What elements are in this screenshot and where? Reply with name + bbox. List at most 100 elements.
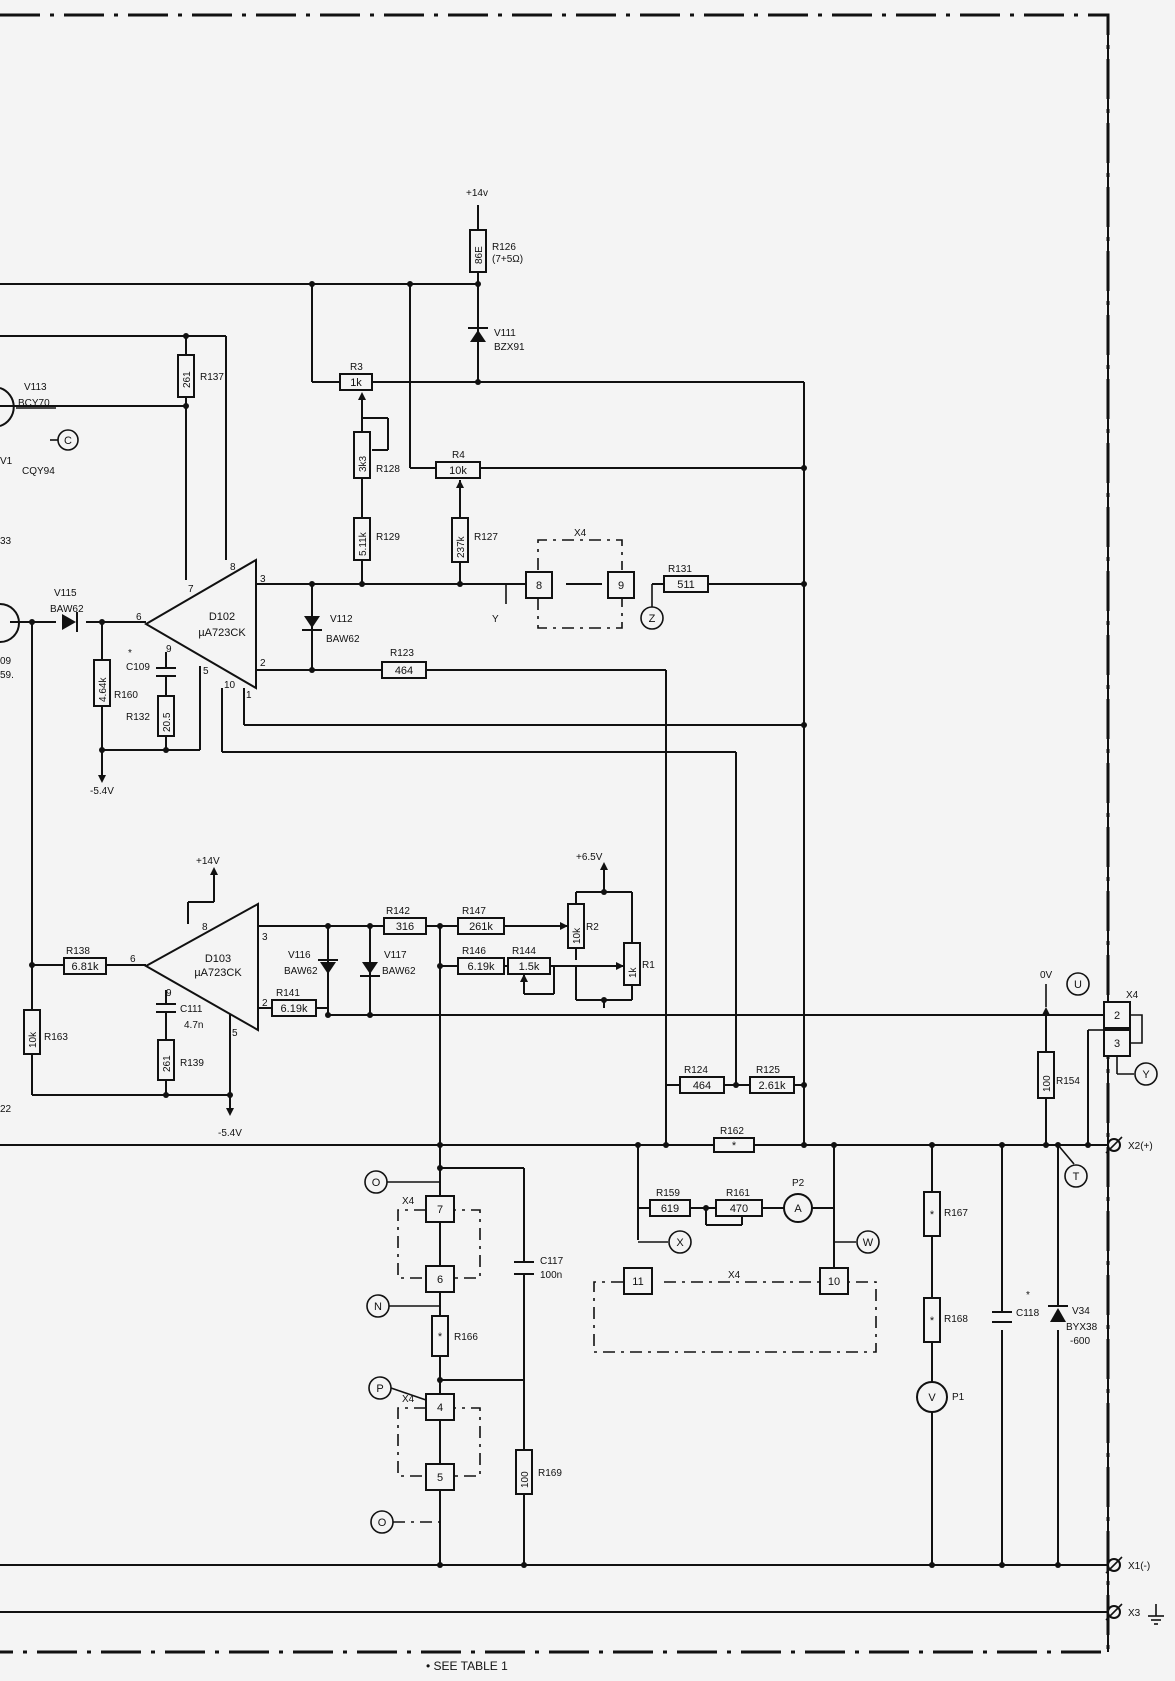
svg-text:R169: R169	[538, 1468, 562, 1479]
svg-text:8: 8	[536, 580, 542, 592]
resistor-r147: 261k R147	[457, 906, 505, 935]
svg-text:4.64k: 4.64k	[98, 677, 109, 702]
diode-v115: V115 BAW62	[50, 588, 84, 632]
svg-text:X3: X3	[1128, 1608, 1141, 1619]
svg-text:C117: C117	[540, 1256, 564, 1267]
potentiometer-r4: 10k R4	[435, 450, 481, 488]
resistor-r125: 2.61k R125	[749, 1065, 795, 1094]
potentiometer-r2: 10k R2	[560, 903, 599, 949]
potentiometer-r1: 1k R1	[616, 942, 655, 986]
svg-text:O: O	[378, 1517, 387, 1529]
svg-text:R132: R132	[126, 712, 150, 723]
capacitor-c118: C118 *	[992, 1290, 1040, 1323]
resistor-r154: 100 R154	[1037, 1051, 1080, 1099]
svg-text:7: 7	[437, 1204, 443, 1216]
svg-text:6.19k: 6.19k	[468, 961, 495, 973]
svg-text:P1: P1	[952, 1392, 965, 1403]
svg-text:CQY94: CQY94	[22, 466, 55, 477]
svg-text:2: 2	[262, 998, 268, 1009]
supply-plus14-middle: +14V	[196, 856, 220, 875]
resistor-r141: 6.19k R141	[271, 988, 317, 1017]
svg-text:C: C	[64, 435, 72, 447]
resistor-r139: 261 R139	[157, 1039, 204, 1081]
svg-text:BCY70: BCY70	[18, 398, 50, 409]
potentiometer-r144: 1.5k R144	[507, 946, 551, 982]
svg-text:X1(-): X1(-)	[1128, 1561, 1150, 1572]
svg-text:BAW62: BAW62	[50, 604, 84, 615]
resistor-r124: 464 R124	[679, 1065, 725, 1094]
resistor-r128: 3k3 R128	[353, 431, 400, 479]
svg-text:C111: C111	[180, 1004, 203, 1015]
marker-u: U	[1066, 972, 1090, 996]
diode-v112: V112 BAW62	[302, 614, 360, 645]
svg-text:P: P	[376, 1383, 383, 1395]
svg-text:R131: R131	[668, 564, 692, 575]
marker-w: W	[834, 1230, 880, 1254]
supply-plus14-top: +14v	[466, 188, 488, 199]
svg-text:*: *	[930, 1315, 935, 1327]
svg-text:R125: R125	[756, 1065, 780, 1076]
svg-text:V113: V113	[24, 382, 47, 393]
svg-text:R129: R129	[376, 532, 400, 543]
junction-dots	[29, 281, 1091, 1568]
svg-text:R144: R144	[512, 946, 536, 957]
svg-text:R1: R1	[642, 960, 655, 971]
svg-text:511: 511	[677, 579, 695, 591]
ic-d103: D103 µA723CK 8 6 9 5 3 2	[130, 902, 268, 1039]
supply-minus54-top: -5.4V	[90, 775, 114, 797]
svg-text:-5.4V: -5.4V	[218, 1128, 242, 1139]
connector-x4-pins-4-5: X4 4 5	[397, 1393, 481, 1491]
svg-text:9: 9	[166, 988, 172, 999]
svg-text:6.81k: 6.81k	[72, 961, 99, 973]
svg-text:R168: R168	[944, 1314, 968, 1325]
supply-zero: 0V	[1040, 970, 1053, 1015]
svg-text:+14v: +14v	[466, 188, 488, 199]
footnote-see-table: • SEE TABLE 1	[426, 1659, 508, 1673]
diode-v34: V34 BYX38 -600	[1048, 1305, 1098, 1347]
svg-text:X4: X4	[574, 528, 587, 539]
svg-text:+14V: +14V	[196, 856, 220, 867]
svg-text:D103: D103	[205, 953, 231, 965]
svg-text:464: 464	[693, 1080, 711, 1092]
capacitor-c109: C109 *	[126, 648, 176, 677]
svg-text:4.7n: 4.7n	[184, 1020, 203, 1031]
svg-text:BZX91: BZX91	[494, 342, 525, 353]
svg-text:10k: 10k	[28, 1031, 39, 1048]
svg-text:V: V	[928, 1392, 936, 1404]
svg-text:R160: R160	[114, 690, 138, 701]
svg-text:*: *	[732, 1140, 737, 1152]
svg-text:3: 3	[260, 574, 266, 585]
svg-text:A: A	[794, 1203, 802, 1215]
resistor-r146: 6.19k R146	[457, 946, 505, 975]
svg-text:BYX38: BYX38	[1066, 1322, 1098, 1333]
resistor-r126: 86E R126 (7+5Ω)	[469, 229, 523, 273]
top-wiring	[0, 205, 805, 1145]
svg-text:59.: 59.	[0, 670, 14, 681]
svg-text:R161: R161	[726, 1188, 750, 1199]
ic-d102: D102 µA723CK 8 7 6 9 5 10 3 2 1	[136, 558, 266, 701]
svg-text:10: 10	[828, 1276, 840, 1288]
marker-p: P	[368, 1376, 427, 1401]
diode-v116: V116 BAW62	[284, 950, 338, 977]
resistor-r137: 261 R137	[177, 354, 224, 398]
svg-text:R146: R146	[462, 946, 486, 957]
svg-text:100: 100	[520, 1471, 531, 1488]
svg-text:W: W	[863, 1237, 874, 1249]
svg-text:5: 5	[437, 1472, 443, 1484]
svg-text:O: O	[372, 1177, 381, 1189]
terminal-x1: X1(-)	[1105, 1556, 1150, 1574]
svg-text:2: 2	[1114, 1010, 1120, 1022]
svg-text:R147: R147	[462, 906, 486, 917]
marker-x: X	[638, 1230, 692, 1254]
svg-text:1: 1	[246, 690, 252, 701]
svg-text:464: 464	[395, 665, 413, 677]
resistor-r160: 4.64k R160	[93, 659, 138, 707]
svg-text:619: 619	[661, 1203, 679, 1215]
connector-x4-pins-7-6: X4 7 6	[397, 1195, 481, 1293]
svg-text:BAW62: BAW62	[326, 634, 360, 645]
svg-text:100: 100	[1042, 1075, 1053, 1092]
svg-text:V115: V115	[54, 588, 77, 599]
resistor-r167: * R167	[923, 1191, 968, 1237]
capacitor-c117: C117 100n	[514, 1256, 564, 1281]
voltmeter-p1: V P1	[916, 1381, 965, 1413]
